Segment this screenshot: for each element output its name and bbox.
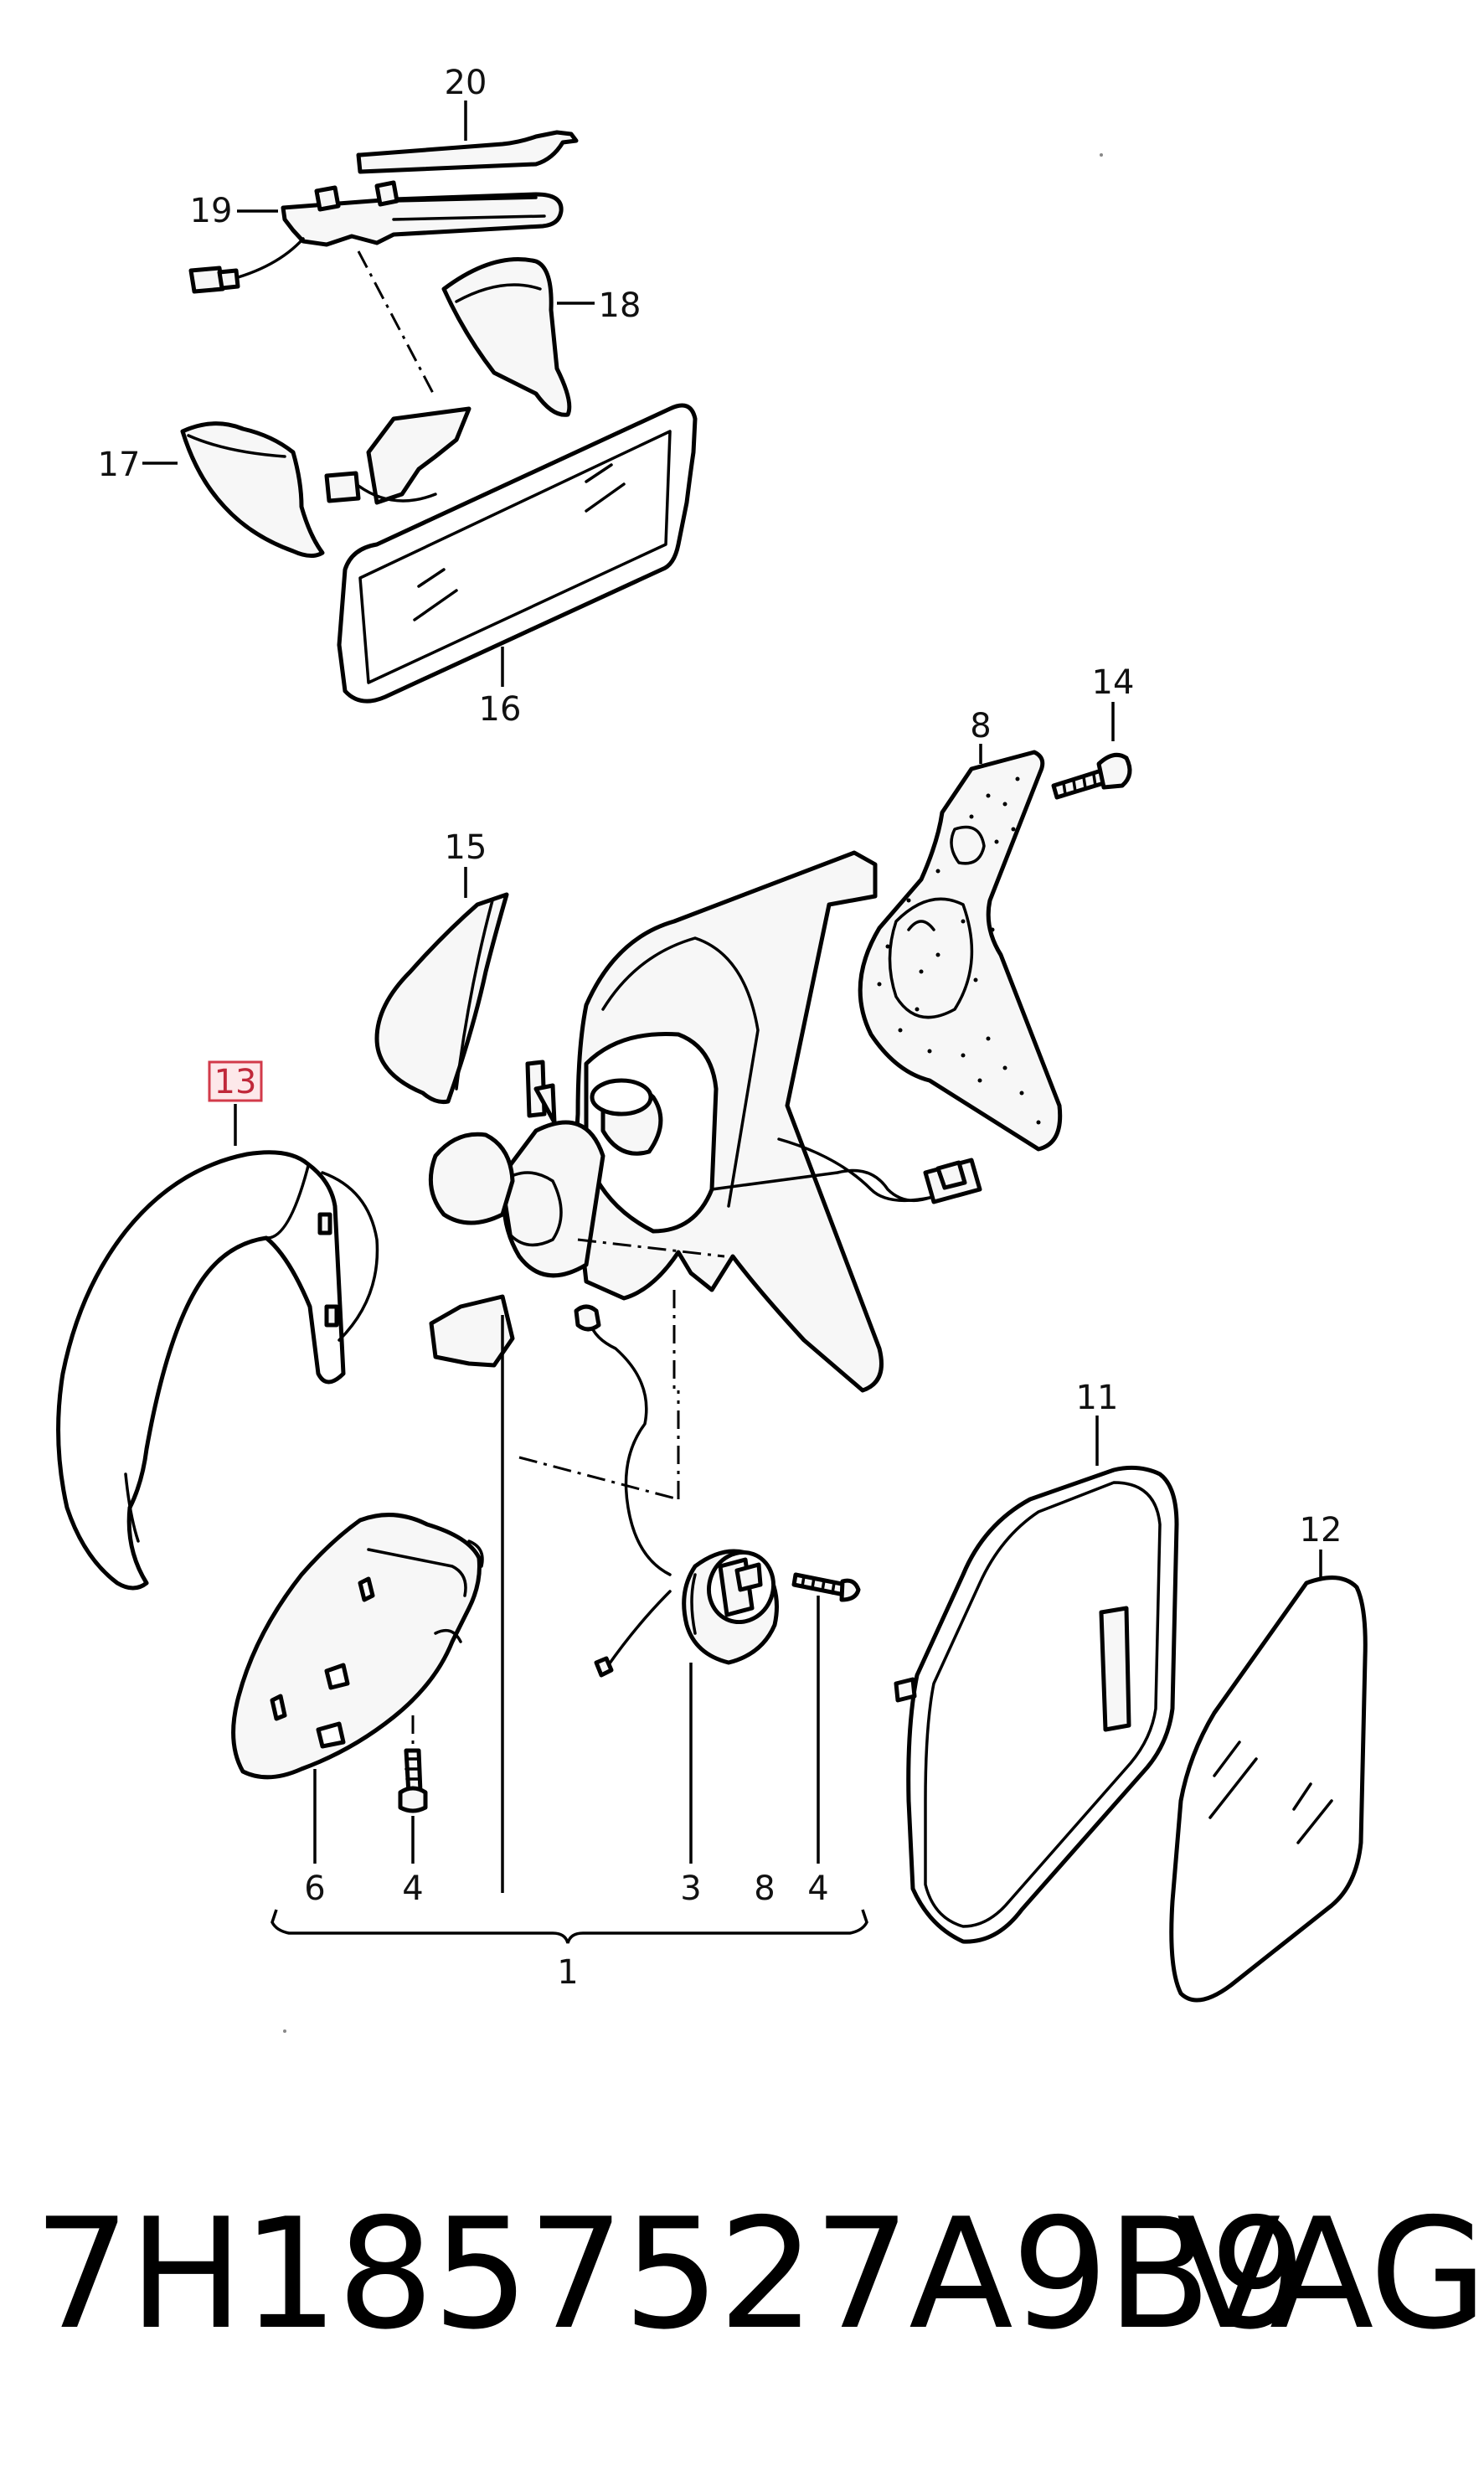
- callout-4-left: 4: [402, 1869, 423, 1908]
- callout-19: 19: [190, 192, 233, 230]
- part-17-cover-half: [142, 421, 325, 558]
- part-4-screw-right: [791, 1572, 861, 1864]
- speck: [1100, 153, 1103, 157]
- speck: [283, 2029, 286, 2033]
- callout-13-highlighted[interactable]: 13: [208, 1060, 263, 1102]
- part-6-lower-housing: [231, 1513, 484, 1864]
- callout-17: 17: [98, 446, 141, 484]
- callout-14: 14: [1092, 663, 1135, 702]
- callout-13: 13: [214, 1063, 257, 1101]
- callout-18: 18: [599, 286, 642, 325]
- callout-16: 16: [479, 690, 522, 729]
- part-20-cover-strip: [356, 101, 579, 174]
- part-number: 7H1857527A9B9: [33, 2185, 1306, 2363]
- part-1-mirror-base: [271, 850, 931, 1944]
- part-15-cap: [374, 867, 509, 1104]
- callout-12: 12: [1300, 1511, 1342, 1550]
- callout-4-right: 4: [807, 1869, 828, 1908]
- part-3-adjustment-motor: [518, 1304, 779, 1864]
- part-4-screw-left: [398, 1715, 428, 1864]
- callout-11: 11: [1076, 1379, 1119, 1417]
- callout-1: 1: [557, 1953, 578, 1992]
- brand-label: VAG: [1177, 2185, 1484, 2363]
- part-16-interior-mirror: [324, 250, 698, 704]
- part-11-mirror-frame: [894, 1416, 1179, 1944]
- callout-6: 6: [304, 1869, 325, 1908]
- part-8-gasket: [858, 744, 1063, 1152]
- part-18-cover-half: [441, 257, 595, 417]
- callout-8-top: 8: [970, 707, 991, 745]
- callout-3: 3: [680, 1869, 701, 1908]
- part-13-housing-cap: [56, 1104, 379, 1591]
- part-14-bolt: [1051, 702, 1132, 800]
- part-12-mirror-glass: [1169, 1550, 1368, 2003]
- callout-8-bottom: 8: [754, 1869, 775, 1908]
- part-19-mount-bracket: [188, 180, 564, 294]
- callout-20: 20: [445, 64, 487, 102]
- wiring-harness: [777, 1137, 982, 1204]
- callout-15: 15: [445, 828, 487, 867]
